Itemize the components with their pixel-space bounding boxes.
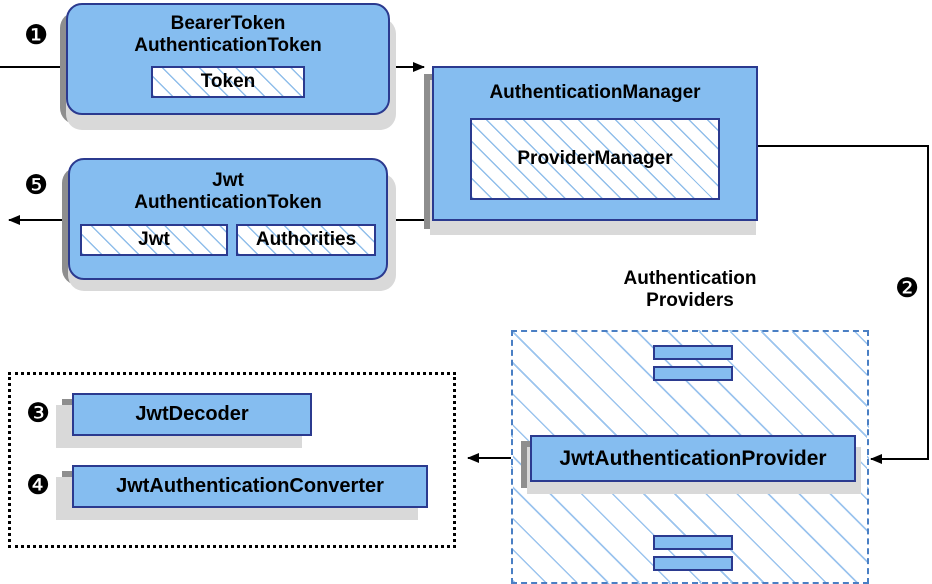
jwt-token-inner-row: Jwt Authorities	[80, 223, 376, 256]
jwt-helpers-container	[8, 372, 456, 548]
step-badge-5-glyph: ❺	[24, 170, 49, 201]
jwt-token-inner-jwt[interactable]: Jwt	[80, 223, 228, 256]
bearer-token-title-line2: AuthenticationToken	[134, 35, 322, 57]
jwt-token-title-line2: AuthenticationToken	[134, 192, 322, 214]
bearer-token-title: BearerToken AuthenticationToken	[134, 13, 322, 58]
provider-manager-label: ProviderManager	[517, 148, 673, 169]
bearer-token-title-line1: BearerToken	[170, 13, 286, 34]
step-badge-2-glyph: ❷	[895, 273, 920, 304]
authentication-providers-title-line2: Providers	[646, 290, 734, 312]
step-badge-3: ❸	[26, 400, 50, 427]
jwt-authentication-provider-box[interactable]: JwtAuthenticationProvider	[530, 435, 856, 482]
jwt-authentication-token-box[interactable]: Jwt AuthenticationToken Jwt Authorities	[68, 158, 388, 280]
jwt-token-inner-authorities[interactable]: Authorities	[236, 223, 376, 256]
authentication-manager-box[interactable]: AuthenticationManager ProviderManager	[432, 66, 758, 221]
step-badge-4: ❹	[26, 472, 50, 499]
step-badge-1: ❶	[24, 22, 48, 49]
provider-placeholder-bottom-2	[653, 556, 733, 571]
authentication-providers-title: Authentication Providers	[577, 268, 803, 313]
provider-placeholder-top-2	[653, 366, 733, 381]
jwt-token-inner-jwt-label: Jwt	[138, 228, 170, 250]
jwt-token-title-line1: Jwt	[212, 170, 244, 191]
step-badge-4-glyph: ❹	[26, 470, 51, 501]
provider-manager-box[interactable]: ProviderManager	[470, 118, 720, 200]
step-badge-5: ❺	[24, 172, 48, 199]
jwt-authentication-provider-label: JwtAuthenticationProvider	[559, 446, 827, 470]
bearer-token-box[interactable]: BearerToken AuthenticationToken Token	[66, 3, 390, 115]
provider-placeholder-top-1	[653, 345, 733, 360]
jwt-authentication-converter-box[interactable]: JwtAuthenticationConverter	[72, 465, 428, 508]
jwt-decoder-label: JwtDecoder	[135, 403, 249, 425]
authentication-providers-title-line1: Authentication	[623, 268, 757, 289]
provider-placeholder-bottom-1	[653, 535, 733, 550]
step-badge-3-glyph: ❸	[26, 398, 51, 429]
jwt-decoder-box[interactable]: JwtDecoder	[72, 393, 312, 436]
jwt-authentication-converter-label: JwtAuthenticationConverter	[116, 475, 384, 497]
jwt-token-inner-authorities-label: Authorities	[255, 228, 357, 250]
bearer-token-inner-token[interactable]: Token	[151, 65, 305, 98]
step-badge-1-glyph: ❶	[24, 20, 49, 51]
authentication-manager-title: AuthenticationManager	[489, 82, 701, 103]
step-badge-2: ❷	[895, 275, 919, 302]
bearer-token-inner-label: Token	[200, 70, 256, 92]
jwt-token-title: Jwt AuthenticationToken	[134, 170, 322, 215]
